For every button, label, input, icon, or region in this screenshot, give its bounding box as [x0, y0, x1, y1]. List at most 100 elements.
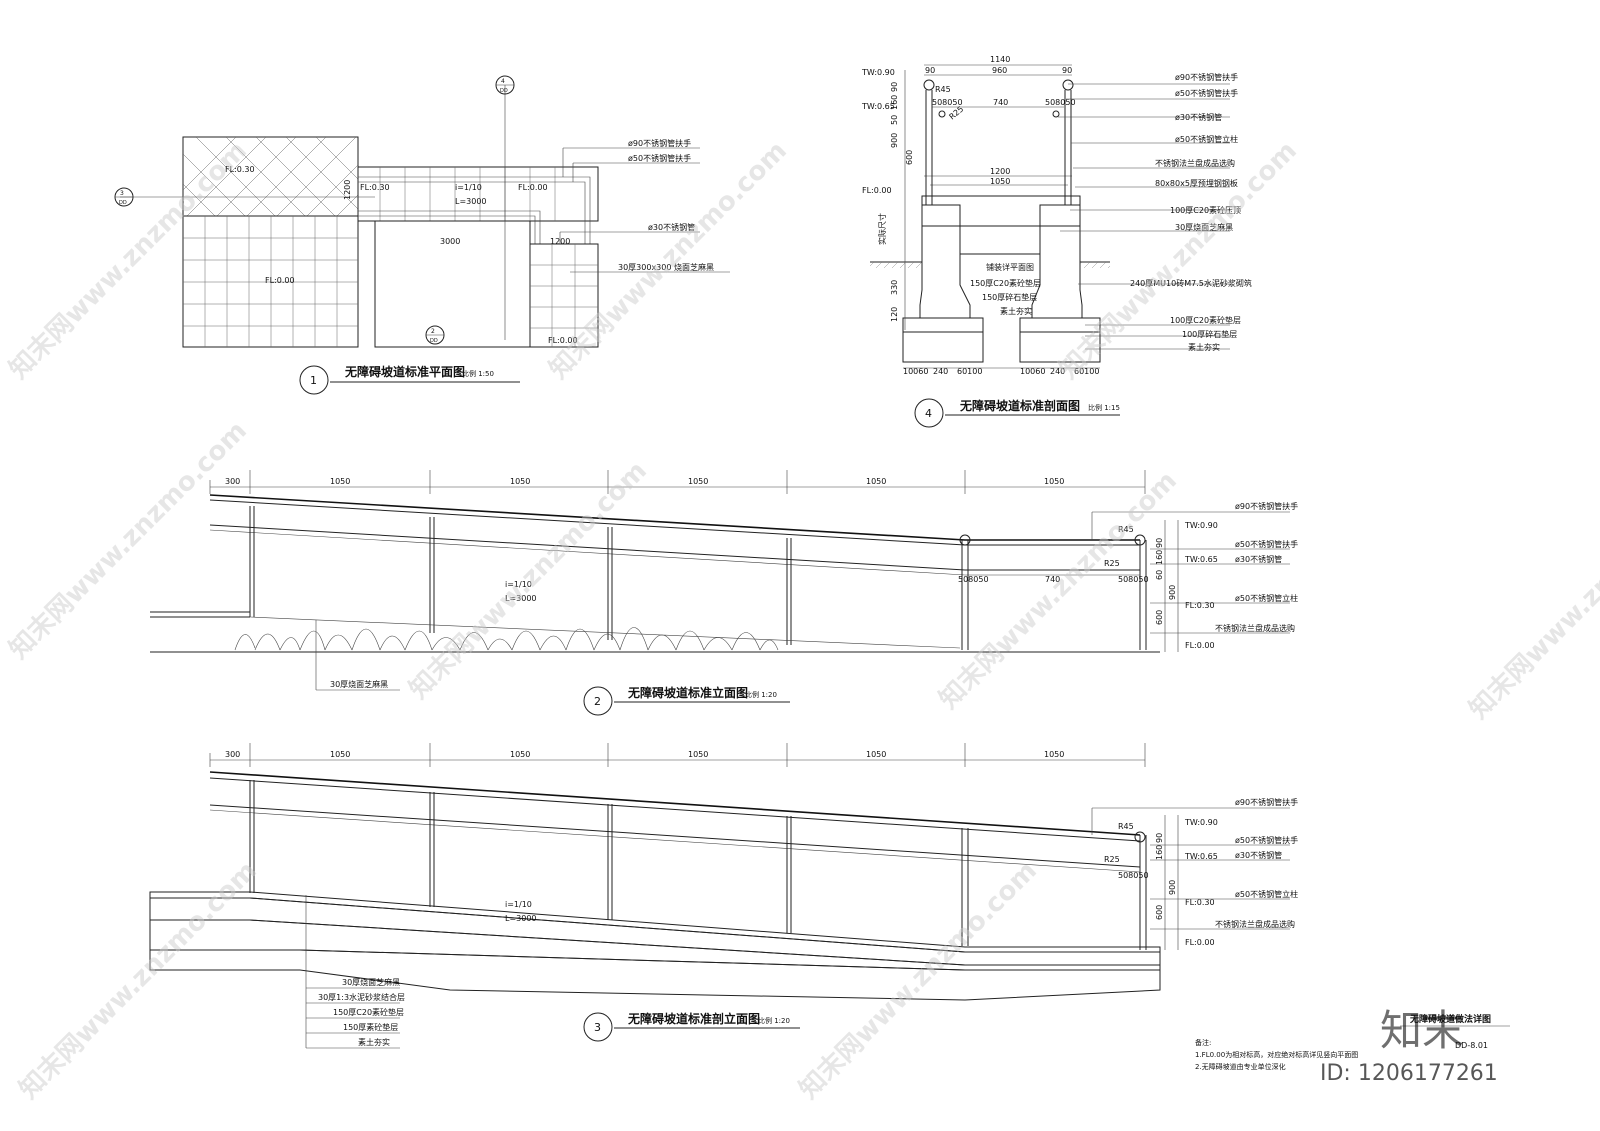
elev-length: L=3000	[505, 594, 537, 603]
elev-level-fl000: FL:0.00	[1185, 641, 1215, 650]
watermark-id: ID: 1206177261	[1320, 1061, 1498, 1086]
cut-length: L=3000	[505, 914, 537, 923]
plan-callout-1: ø90不锈钢管扶手	[628, 138, 691, 148]
notes-block: 备注: 1.FL0.00为相对标高，对应绝对标高详见竖向平面图 2.无障碍坡道由…	[1195, 1038, 1358, 1071]
svg-text:330: 330	[890, 280, 899, 295]
svg-text:1050: 1050	[1044, 477, 1064, 486]
svg-text:R25: R25	[1104, 559, 1120, 568]
svg-text:1050: 1050	[330, 477, 350, 486]
plan-level-3: FL:0.00	[518, 183, 548, 192]
svg-text:DD: DD	[430, 338, 438, 344]
svg-text:知末网www.znzmo.com: 知末网www.znzmo.com	[544, 136, 793, 385]
svg-text:R45: R45	[1118, 525, 1134, 534]
plan-length: L=3000	[455, 197, 487, 206]
sd-callout-9: 240厚MU10砖M7.5水泥砂浆砌筑	[1130, 278, 1252, 288]
sd-callout-7: 100厚C20素砼压顶	[1170, 205, 1241, 215]
plan-title-block: 1 无障碍坡道标准平面图 比例 1:50	[299, 364, 520, 395]
svg-text:素土夯实: 素土夯实	[358, 1037, 390, 1047]
svg-text:90: 90	[890, 82, 899, 92]
plan-callout-3: ø30不锈钢管	[648, 222, 695, 232]
svg-text:DD: DD	[119, 200, 127, 206]
sd-inner-2: 150厚C20素砼垫层	[970, 278, 1041, 288]
section-detail-title-block: 4 无障碍坡道标准剖面图 比例 1:15	[914, 398, 1120, 428]
elev-callout-5: 不锈钢法兰盘成品选购	[1215, 623, 1295, 633]
svg-text:1050: 1050	[688, 477, 708, 486]
cut-elevation-title-block: 3 无障碍坡道标准剖立面图 比例 1:20	[583, 1011, 800, 1042]
sd-level-fl000: FL:0.00	[862, 186, 892, 195]
cut-level-fl000: FL:0.00	[1185, 938, 1215, 947]
elev-callout-1: ø90不锈钢管扶手	[1235, 501, 1298, 511]
svg-text:知末网www.znzmo.com: 知末网www.znzmo.com	[4, 416, 253, 665]
svg-text:无障碍坡道标准平面图: 无障碍坡道标准平面图	[344, 364, 465, 379]
sd-dim-1050: 1050	[990, 177, 1010, 186]
sd-level-tw065: TW:0.65	[861, 102, 895, 111]
svg-text:知末网www.znzmo.com: 知末网www.znzmo.com	[1464, 476, 1600, 725]
svg-text:508050: 508050	[1118, 871, 1149, 880]
svg-text:150厚C20素砼垫层: 150厚C20素砼垫层	[333, 1007, 404, 1017]
section-marker-4: 4 DD	[495, 75, 515, 95]
sheet-number: DD-8.01	[1455, 1041, 1488, 1050]
sd-dim-90a: 90	[925, 66, 935, 75]
sd-small-1: 508050	[932, 98, 963, 107]
cut-level-fl030: FL:0.30	[1185, 898, 1215, 907]
sheet-title-block: 无障碍坡道做法详图 DD-8.01	[1400, 1013, 1510, 1050]
sd-callout-3: ø30不锈钢管	[1175, 112, 1222, 122]
svg-text:4: 4	[925, 407, 932, 420]
svg-text:比例 1:20: 比例 1:20	[758, 1016, 790, 1025]
svg-text:比例 1:20: 比例 1:20	[745, 690, 777, 699]
svg-text:300: 300	[225, 477, 240, 486]
svg-text:3: 3	[594, 1021, 601, 1034]
cut-level-tw090: TW:0.90	[1184, 818, 1218, 827]
note-1: 1.FL0.00为相对标高，对应绝对标高详见竖向平面图	[1195, 1050, 1358, 1059]
plan-level-5: FL:0.00	[548, 336, 578, 345]
watermark-layer: 知末网www.znzmo.com 知末网www.znzmo.com 知末网www…	[4, 136, 1600, 1105]
sd-dim-960: 960	[992, 66, 1007, 75]
section-marker-2: 2 DD	[425, 325, 445, 345]
cut-elevation-drawing: 300 1050 1050 1050 1050 1050 i=1/10 L=30…	[149, 743, 1298, 1049]
svg-text:90: 90	[1155, 833, 1164, 843]
svg-text:160: 160	[890, 95, 899, 110]
svg-text:无障碍坡道标准剖立面图: 无障碍坡道标准剖立面图	[627, 1011, 760, 1026]
sd-inner-4: 素土夯实	[1000, 306, 1032, 316]
sd-callout-5: 不锈钢法兰盘成品选购	[1155, 158, 1235, 168]
svg-text:比例 1:15: 比例 1:15	[1088, 403, 1120, 412]
svg-text:1050: 1050	[330, 750, 350, 759]
svg-text:4: 4	[501, 78, 505, 85]
section-marker-3: 3 DD	[114, 187, 134, 207]
elev-level-tw090: TW:0.90	[1184, 521, 1218, 530]
svg-text:740: 740	[1045, 575, 1060, 584]
svg-text:知末网www.znzmo.com: 知末网www.znzmo.com	[404, 456, 653, 705]
svg-text:1050: 1050	[510, 750, 530, 759]
elev-slope: i=1/10	[505, 580, 532, 589]
sd-small-2: 508050	[1045, 98, 1076, 107]
cut-level-tw065: TW:0.65	[1184, 852, 1218, 861]
elevation-drawing: 300 1050 1050 1050 1050 1050 i=1/10 L=	[150, 470, 1298, 716]
svg-text:1: 1	[310, 374, 317, 387]
svg-text:508050: 508050	[958, 575, 989, 584]
svg-text:900: 900	[1168, 585, 1177, 600]
elev-level-tw065: TW:0.65	[1184, 555, 1218, 564]
elev-level-fl030: FL:0.30	[1185, 601, 1215, 610]
svg-text:240: 240	[933, 367, 948, 376]
sd-dim-90b: 90	[1062, 66, 1072, 75]
sheet-drawing-name: 无障碍坡道做法详图	[1409, 1013, 1491, 1025]
note-2: 2.无障碍坡道由专业单位深化	[1195, 1062, 1286, 1071]
svg-text:10060: 10060	[903, 367, 928, 376]
cut-callout-1: ø90不锈钢管扶手	[1235, 797, 1298, 807]
sd-dim-1140: 1140	[990, 55, 1010, 64]
plan-callout-4: 30厚300x300 烧面芝麻黑	[618, 262, 714, 272]
svg-text:150厚素砼垫层: 150厚素砼垫层	[343, 1022, 398, 1032]
sd-dim-740: 740	[993, 98, 1008, 107]
watermark-logo: 知末	[1380, 1006, 1464, 1055]
svg-text:10060: 10060	[1020, 367, 1045, 376]
elev-material: 30厚烧面芝麻黑	[330, 679, 388, 689]
svg-text:120: 120	[890, 307, 899, 322]
svg-text:DD: DD	[500, 88, 508, 94]
plan-level-4: FL:0.00	[265, 276, 295, 285]
svg-text:1050: 1050	[1044, 750, 1064, 759]
sd-dim-1200: 1200	[990, 167, 1010, 176]
svg-text:R25: R25	[1104, 855, 1120, 864]
svg-text:60100: 60100	[1074, 367, 1099, 376]
svg-text:60100: 60100	[957, 367, 982, 376]
